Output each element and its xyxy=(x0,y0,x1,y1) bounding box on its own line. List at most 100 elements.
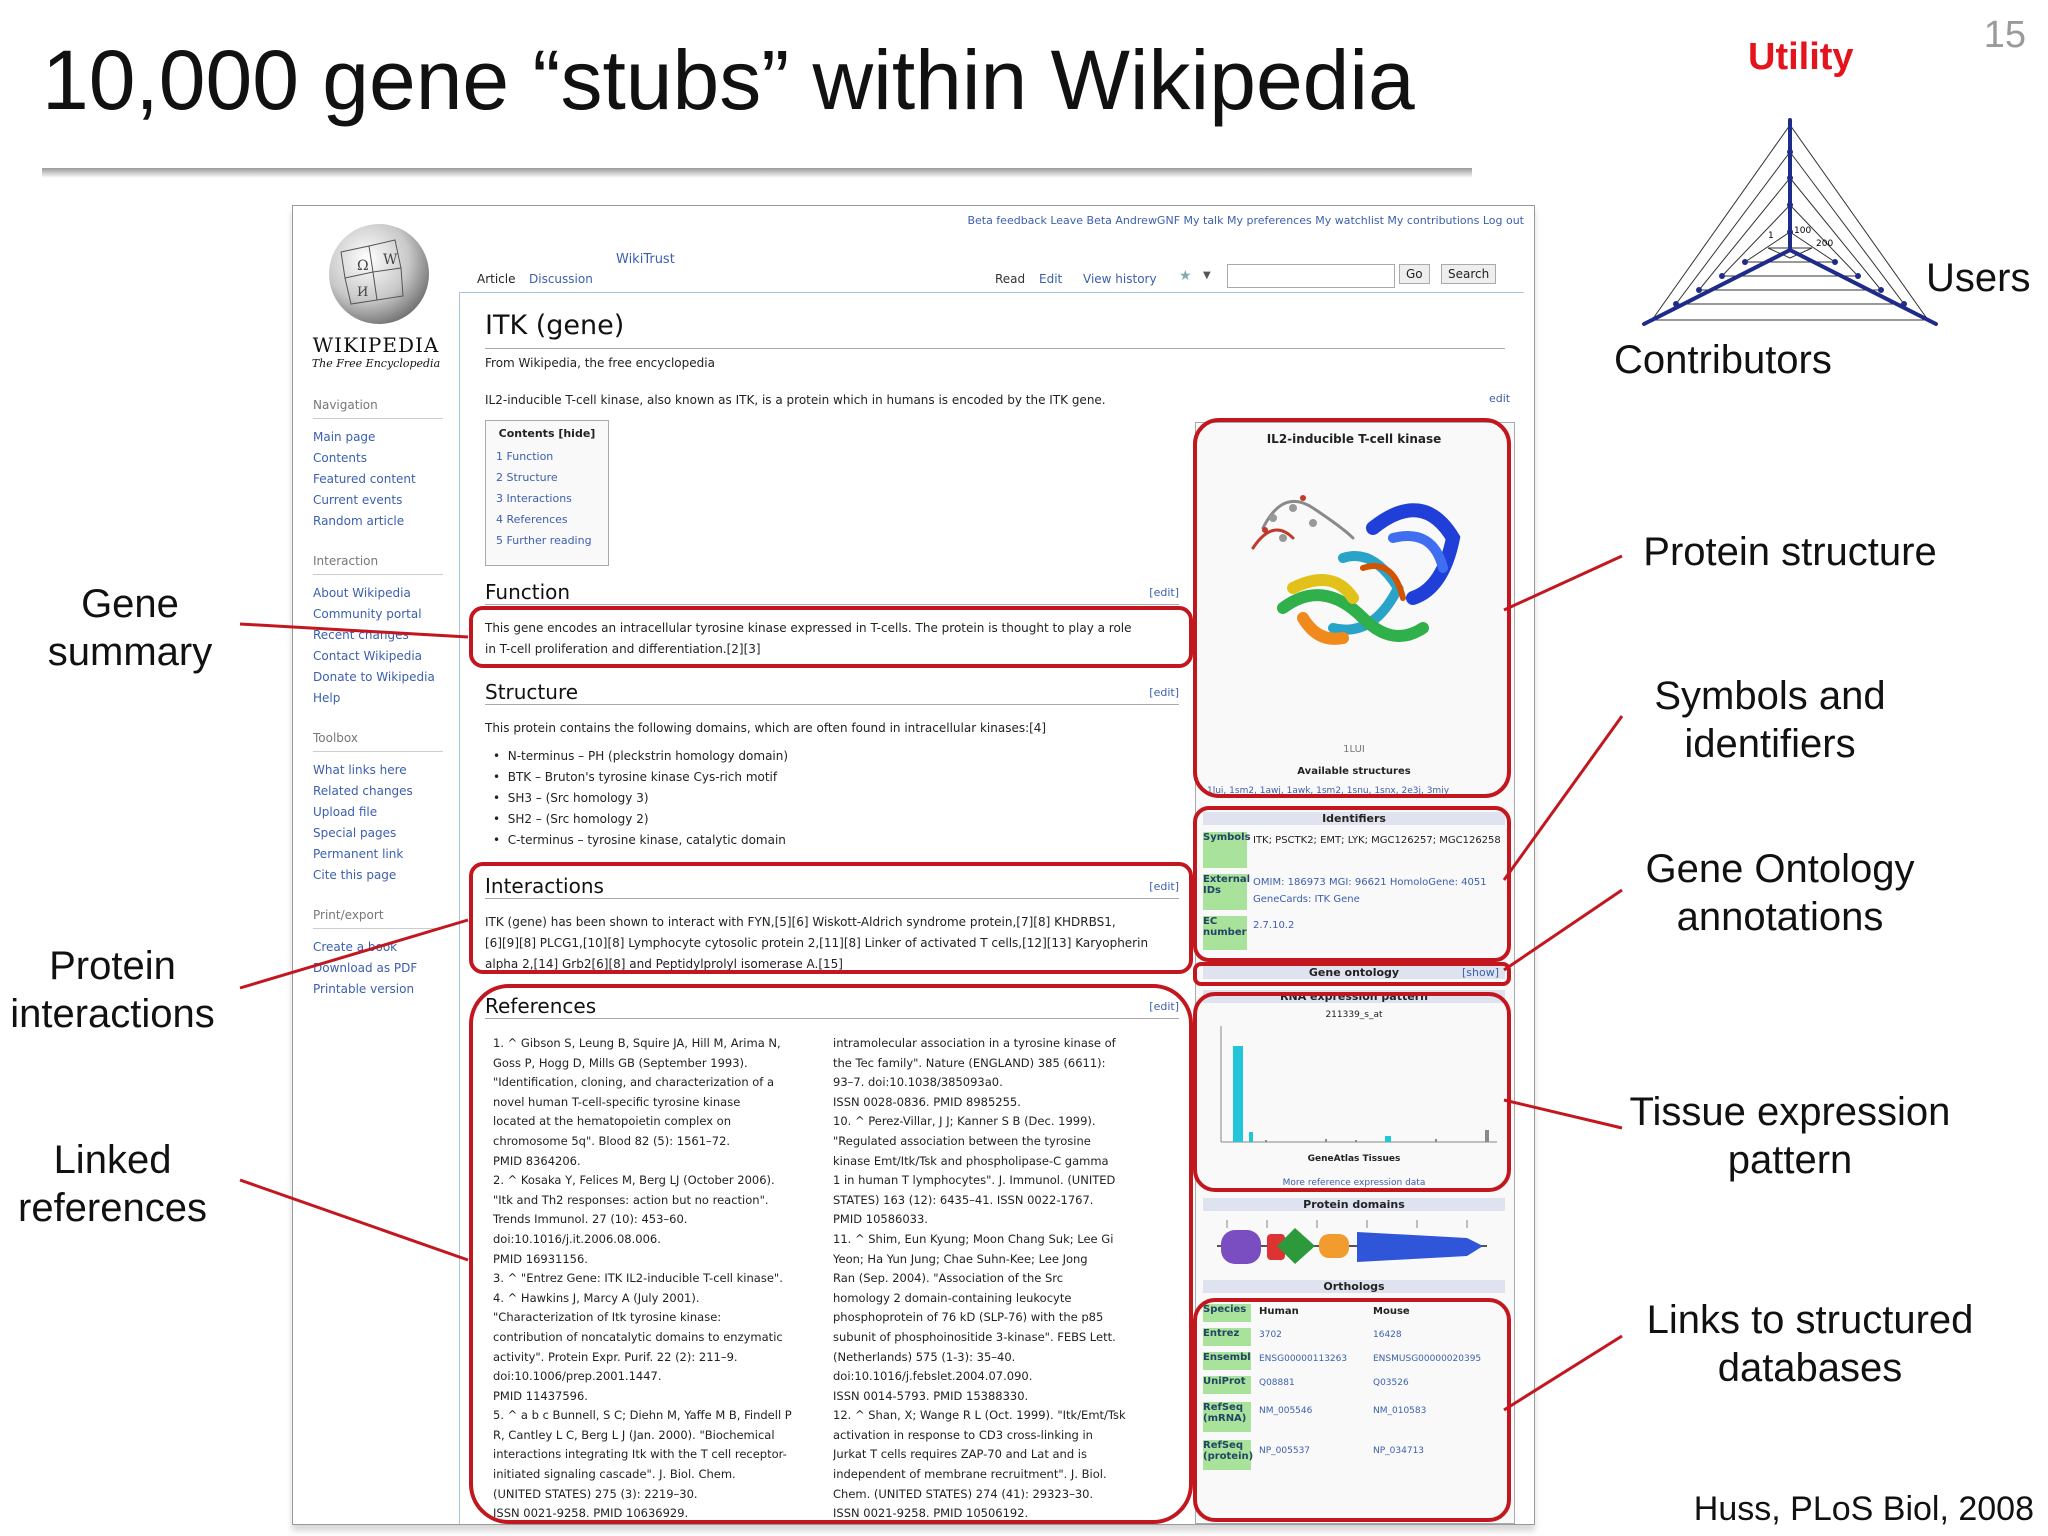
rna-expression-chart[interactable] xyxy=(1205,1022,1503,1150)
sidebar-item-create-book[interactable]: Create a book xyxy=(313,940,398,954)
section-interactions-heading: Interactions [edit] xyxy=(485,874,1179,899)
pdb-caption: 1LUI xyxy=(1343,744,1365,755)
gene-ontology-head: Gene ontology [show] xyxy=(1203,966,1505,979)
ec-number-label: EC number xyxy=(1203,916,1247,950)
gene-atlas-label: GeneAtlas Tissues xyxy=(1307,1154,1401,1164)
probe-id: 211339_s_at xyxy=(1325,1010,1383,1020)
sidebar-item-community-portal[interactable]: Community portal xyxy=(313,607,422,621)
ortholog-human-refseq-protein[interactable]: NP_005537 xyxy=(1259,1446,1311,1456)
svg-text:W: W xyxy=(383,252,398,268)
section-structure-heading: Structure [edit] xyxy=(485,680,1179,705)
sidebar-item-current-events[interactable]: Current events xyxy=(313,493,403,507)
sidebar-item-download-pdf[interactable]: Download as PDF xyxy=(313,961,418,975)
identifiers-head: Identifiers xyxy=(1203,812,1505,825)
tab-discussion[interactable]: Discussion xyxy=(529,272,593,286)
svg-text:Ω: Ω xyxy=(357,258,369,274)
sidebar-item-cite-page[interactable]: Cite this page xyxy=(313,868,397,882)
ortholog-label-entrez: Entrez xyxy=(1203,1328,1251,1346)
sidebar-heading-toolbox: Toolbox xyxy=(313,731,358,745)
watch-star-icon[interactable]: ★ xyxy=(1179,268,1192,284)
ortholog-mouse-entrez[interactable]: 16428 xyxy=(1373,1330,1402,1340)
toc-title[interactable]: Contents [hide] xyxy=(498,427,596,440)
function-text: This gene encodes an intracellular tyros… xyxy=(485,621,1132,656)
toc-item-interactions[interactable]: 3 Interactions xyxy=(496,492,572,505)
callout-linked-references: Linked references xyxy=(18,1138,207,1230)
ortholog-header-species: Species xyxy=(1203,1304,1251,1322)
structure-intro: This protein contains the following doma… xyxy=(485,721,1047,735)
sidebar-heading-interaction: Interaction xyxy=(313,554,379,568)
highlight-protein-interactions xyxy=(469,862,1193,974)
toc-item-references[interactable]: 4 References xyxy=(496,513,568,526)
highlight-identifiers xyxy=(1193,806,1511,962)
lead-edit-link[interactable]: edit xyxy=(1489,392,1511,405)
sidebar-item-upload-file[interactable]: Upload file xyxy=(313,805,378,819)
toc-item-further-reading[interactable]: 5 Further reading xyxy=(496,534,592,547)
protein-domains-diagram[interactable] xyxy=(1207,1218,1503,1274)
search-input[interactable] xyxy=(1227,264,1395,288)
external-ids-value[interactable]: OMIM: 186973 MGI: 96621 HomoloGene: 4051… xyxy=(1253,877,1487,905)
sidebar-item-permanent-link[interactable]: Permanent link xyxy=(313,847,404,861)
ortholog-mouse-uniprot[interactable]: Q03526 xyxy=(1373,1378,1409,1388)
chevron-down-icon[interactable]: ▼ xyxy=(1203,270,1211,281)
interactions-edit-link[interactable]: [edit] xyxy=(1149,880,1179,893)
ortholog-label-refseq-protein: RefSeq (protein) xyxy=(1203,1440,1253,1470)
protein-domains-head: Protein domains xyxy=(1203,1198,1505,1211)
list-item: • SH3 – (Src homology 3) xyxy=(493,791,649,805)
sidebar-item-related-changes[interactable]: Related changes xyxy=(313,784,413,798)
pdb-id-list[interactable]: 1lui, 1sm2, 1awj, 1awk, 1sm2, 1snu, 1snx… xyxy=(1207,786,1450,796)
citation: Huss, PLoS Biol, 2008 xyxy=(1693,1490,2034,1528)
structure-list: • N-terminus – PH (pleckstrin homology d… xyxy=(493,746,788,851)
ortholog-mouse-refseq-mrna[interactable]: NM_010583 xyxy=(1373,1406,1427,1416)
symbols-label: Symbols xyxy=(1203,832,1251,868)
puzzle-globe-icon: Ω W И xyxy=(329,224,429,324)
gene-ontology-show-link[interactable]: [show] xyxy=(1461,966,1499,979)
go-button[interactable]: Go xyxy=(1399,264,1430,284)
slide-number: 15 xyxy=(1983,14,2026,56)
tab-edit[interactable]: Edit xyxy=(1039,272,1063,286)
tab-wikitrust[interactable]: WikiTrust xyxy=(616,252,675,267)
tab-article[interactable]: Article xyxy=(477,272,516,286)
callout-protein-interactions: Protein interactions xyxy=(10,944,215,1036)
sidebar-heading-print: Print/export xyxy=(313,908,384,922)
ortholog-header-mouse: Mouse xyxy=(1373,1306,1410,1317)
sidebar-item-contact[interactable]: Contact Wikipedia xyxy=(313,649,423,663)
sidebar-item-main-page[interactable]: Main page xyxy=(313,430,376,444)
sidebar-item-donate[interactable]: Donate to Wikipedia xyxy=(313,670,435,684)
structure-edit-link[interactable]: [edit] xyxy=(1149,686,1179,699)
sidebar-item-printable[interactable]: Printable version xyxy=(313,982,415,996)
ortholog-label-refseq-mrna: RefSeq (mRNA) xyxy=(1203,1402,1251,1432)
toc-item-function[interactable]: 1 Function xyxy=(496,450,554,463)
ortholog-header-human: Human xyxy=(1259,1306,1299,1317)
utility-label: Utility xyxy=(1748,36,1854,78)
highlight-gene-summary xyxy=(469,606,1193,668)
protein-structure-image[interactable] xyxy=(1223,468,1483,698)
sidebar-item-what-links-here[interactable]: What links here xyxy=(313,763,407,777)
ec-number-value[interactable]: 2.7.10.2 xyxy=(1253,920,1295,931)
sidebar-item-about[interactable]: About Wikipedia xyxy=(313,586,411,600)
symbols-value: ITK; PSCTK2; EMT; LYK; MGC126257; MGC126… xyxy=(1253,835,1501,846)
tab-view-history[interactable]: View history xyxy=(1083,272,1157,286)
user-toolbar[interactable]: Beta feedback Leave Beta AndrewGNF My ta… xyxy=(967,214,1524,227)
sidebar-item-contents[interactable]: Contents xyxy=(313,451,367,465)
ortholog-mouse-refseq-protein[interactable]: NP_034713 xyxy=(1373,1446,1425,1456)
search-button[interactable]: Search xyxy=(1441,264,1497,284)
infobox-title: IL2-inducible T-cell kinase xyxy=(1266,432,1442,446)
page-title-rule xyxy=(485,348,1505,349)
ortholog-human-refseq-mrna[interactable]: NM_005546 xyxy=(1259,1406,1313,1416)
ortholog-mouse-ensembl[interactable]: ENSMUSG00000020395 xyxy=(1373,1354,1482,1364)
more-expression-link[interactable]: More reference expression data xyxy=(1282,1178,1426,1188)
sidebar-item-special-pages[interactable]: Special pages xyxy=(313,826,397,840)
toc-item-structure[interactable]: 2 Structure xyxy=(496,471,558,484)
ortholog-human-ensembl[interactable]: ENSG00000113263 xyxy=(1259,1354,1348,1364)
function-edit-link[interactable]: [edit] xyxy=(1149,586,1179,599)
tab-read[interactable]: Read xyxy=(995,272,1026,286)
ortholog-human-uniprot[interactable]: Q08881 xyxy=(1259,1378,1295,1388)
radar-tick-200: 200 xyxy=(1816,239,1833,249)
ortholog-human-entrez[interactable]: 3702 xyxy=(1259,1330,1282,1340)
sidebar-item-random-article[interactable]: Random article xyxy=(313,514,405,528)
page-subtitle: From Wikipedia, the free encyclopedia xyxy=(485,356,715,370)
sidebar-item-help[interactable]: Help xyxy=(313,691,341,705)
contributors-label: Contributors xyxy=(1614,338,1832,382)
wikipedia-logo[interactable]: Ω W И Wikipedia The Free Encyclopedia xyxy=(311,212,441,372)
sidebar-item-featured-content[interactable]: Featured content xyxy=(313,472,416,486)
